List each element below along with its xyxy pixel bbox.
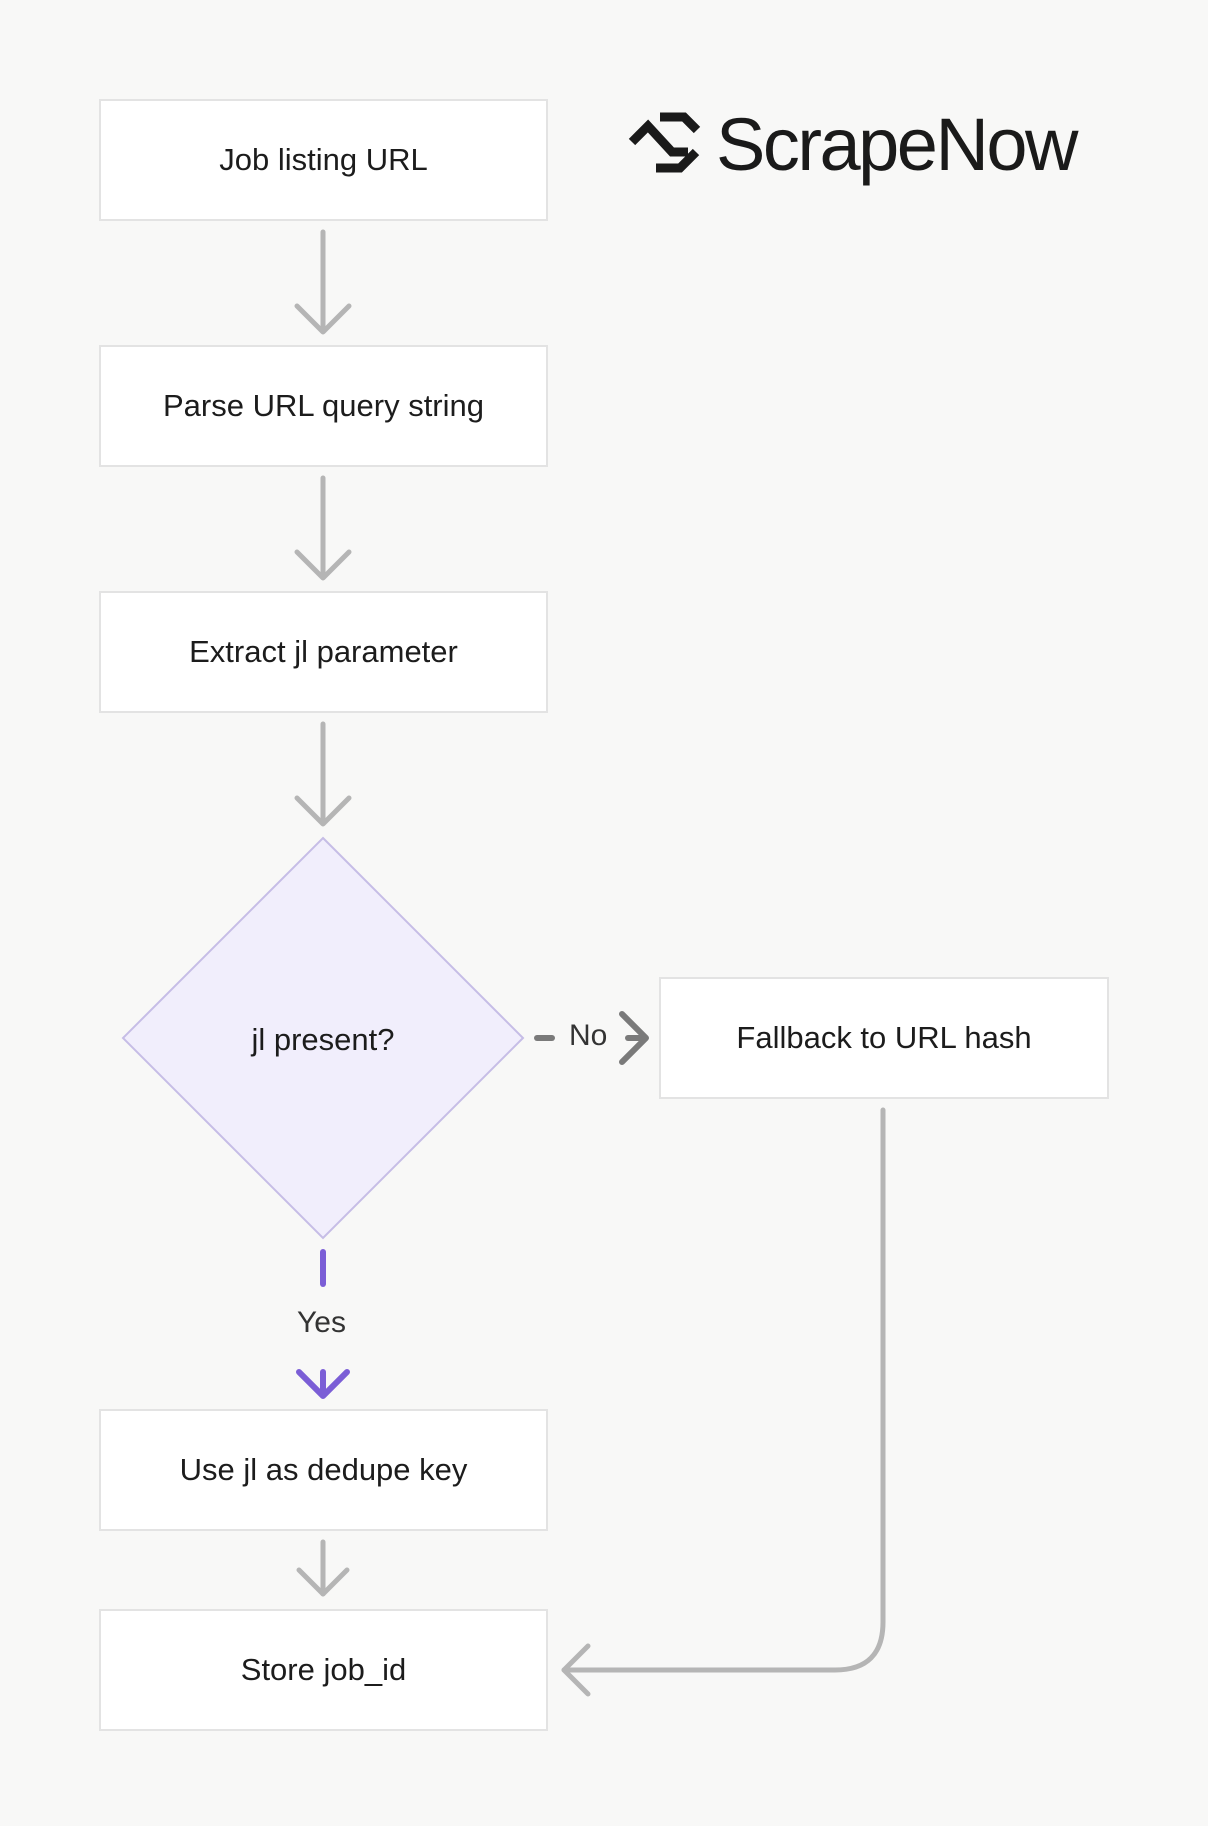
node-use-jl-dedupe: Use jl as dedupe key [99, 1409, 548, 1531]
arrow-extract-to-decision [294, 721, 352, 827]
node-extract-jl: Extract jl parameter [99, 591, 548, 713]
arrow-no-branch [534, 1011, 649, 1065]
arrow-usejl-to-store [296, 1539, 350, 1597]
node-label: Parse URL query string [162, 388, 485, 423]
decision-diamond [121, 836, 525, 1240]
node-job-listing-url: Job listing URL [99, 99, 548, 221]
scrapenow-logo-icon [628, 112, 701, 173]
node-label: Store job_id [240, 1652, 407, 1687]
arrow-fallback-to-store [561, 1107, 886, 1697]
arrow-parse-to-extract [294, 475, 352, 581]
edge-label-yes: Yes [297, 1306, 346, 1339]
node-label: Job listing URL [219, 142, 428, 177]
brand-name: ScrapeNow [716, 102, 1079, 186]
edge-label-no: No [569, 1019, 608, 1052]
node-label: Use jl as dedupe key [179, 1452, 468, 1487]
brand-logo: ScrapeNow [626, 102, 1079, 186]
node-parse-query: Parse URL query string [99, 345, 548, 467]
node-label: Extract jl parameter [189, 634, 458, 669]
node-fallback-url-hash: Fallback to URL hash [659, 977, 1109, 1099]
node-store-job-id: Store job_id [99, 1609, 548, 1731]
node-label: Fallback to URL hash [736, 1020, 1032, 1055]
decision-label: jl present? [251, 1022, 395, 1057]
arrow-url-to-parse [294, 229, 352, 335]
arrow-yes-branch [296, 1249, 350, 1399]
